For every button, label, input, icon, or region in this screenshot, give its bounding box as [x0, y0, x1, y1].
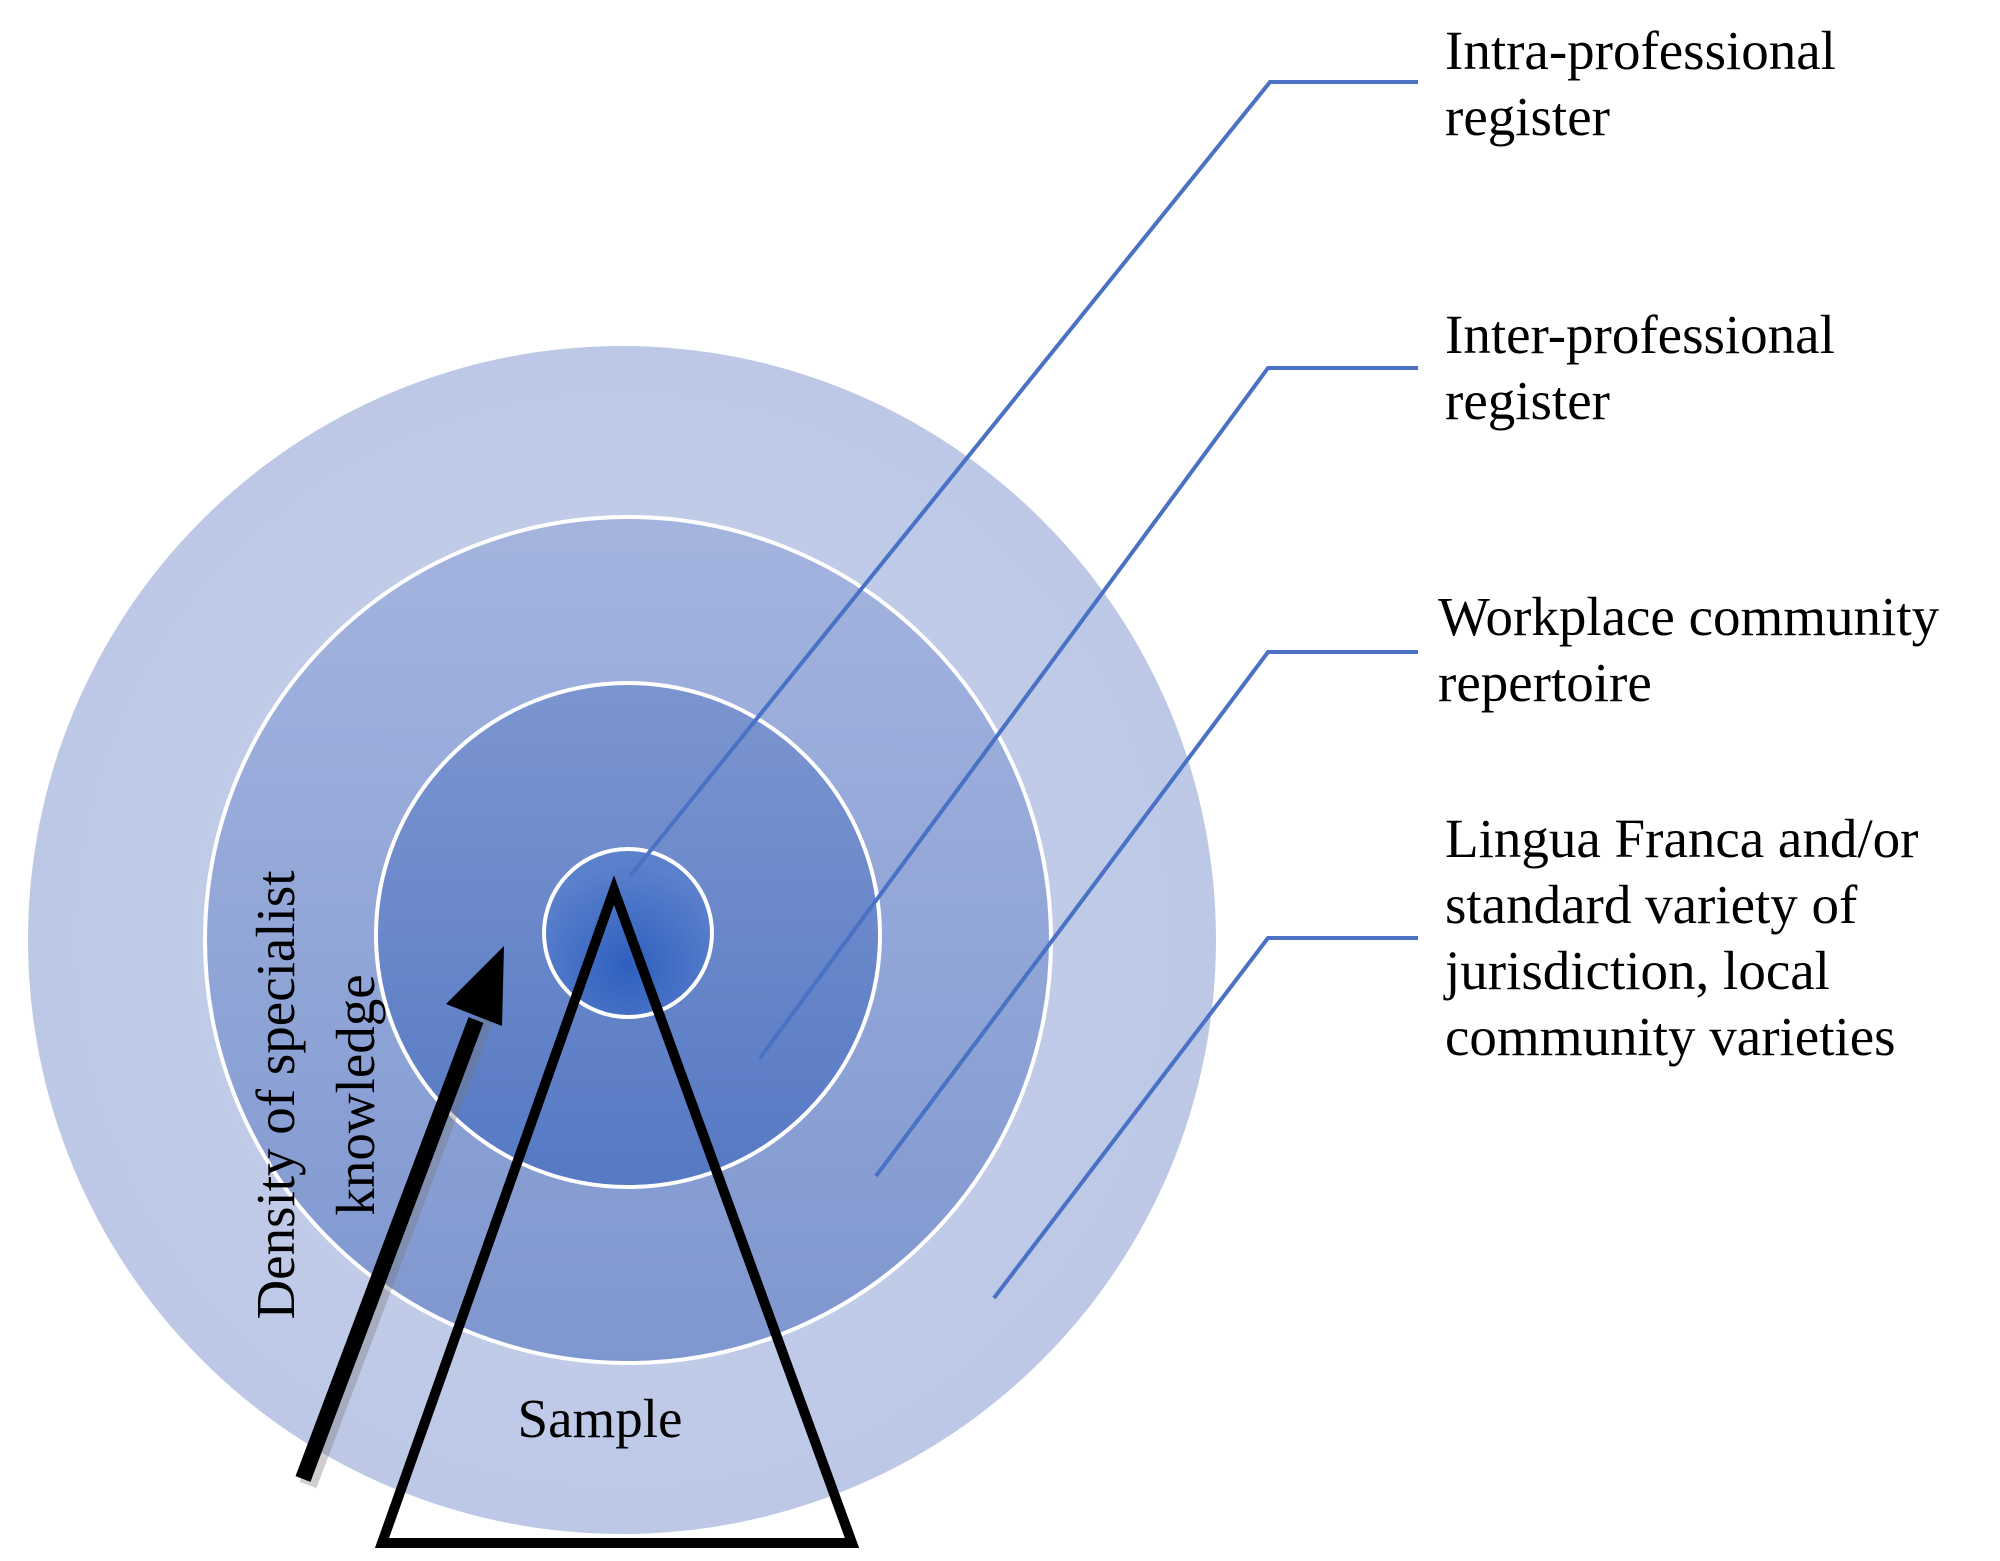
label-line: Lingua Franca and/or: [1445, 808, 1919, 869]
label-line: repertoire: [1438, 652, 1652, 713]
label-workplace-community-repertoire: Workplace community repertoire: [1438, 584, 1939, 716]
label-inter-professional-register: Inter-professional register: [1445, 302, 1835, 434]
label-line: register: [1445, 86, 1610, 147]
label-line: jurisdiction, local: [1445, 940, 1830, 1001]
label-line: register: [1445, 370, 1610, 431]
leader-line-lingua: [992, 936, 1418, 1300]
leader-line-intra: [628, 80, 1418, 878]
arrowhead-icon: [446, 946, 504, 1026]
label-lingua-franca: Lingua Franca and/or standard variety of…: [1445, 806, 1918, 1070]
label-line: standard variety of: [1445, 874, 1858, 935]
label-intra-professional-register: Intra-professional register: [1445, 18, 1836, 150]
sample-triangle: [374, 875, 860, 1548]
label-line: Intra-professional: [1445, 20, 1836, 81]
label-line: Inter-professional: [1445, 304, 1835, 365]
leader-line-inter: [758, 366, 1418, 1060]
label-line: Workplace community: [1438, 586, 1940, 647]
leader-line-workplace: [874, 650, 1418, 1178]
leader-lines: [628, 80, 1418, 1300]
label-line: Density of specialist: [245, 870, 306, 1320]
density-arrow: [295, 946, 504, 1489]
label-line: community varieties: [1445, 1006, 1896, 1067]
label-sample: Sample: [517, 1388, 683, 1449]
label-line: knowledge: [325, 974, 386, 1216]
